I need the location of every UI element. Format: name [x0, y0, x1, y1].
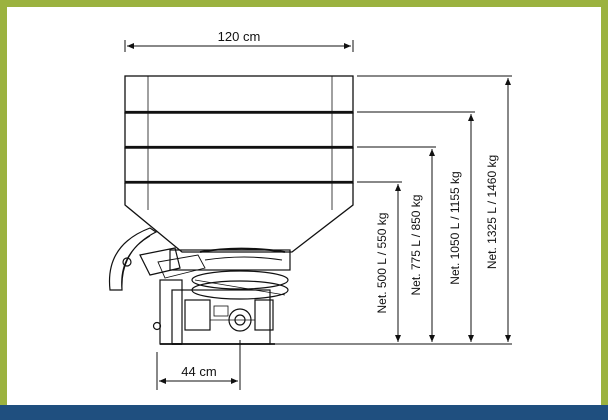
capacity-label-1325: Net. 1325 L / 1460 kg: [485, 155, 499, 269]
capacity-label-775: Net. 775 L / 850 kg: [409, 195, 423, 296]
diagram-frame: [7, 7, 601, 405]
hopper: [124, 75, 354, 253]
depth-dimension: 44 cm: [156, 340, 241, 390]
spreader-base: [108, 227, 291, 345]
capacity-label-1050: Net. 1050 L / 1155 kg: [448, 171, 462, 284]
capacity-dimensions: [275, 75, 512, 345]
width-dimension: 120 cm: [124, 29, 354, 52]
bottom-bar: [0, 405, 608, 420]
depth-label: 44 cm: [181, 364, 216, 379]
capacity-label-500: Net. 500 L / 550 kg: [375, 213, 389, 314]
width-label: 120 cm: [218, 29, 261, 44]
